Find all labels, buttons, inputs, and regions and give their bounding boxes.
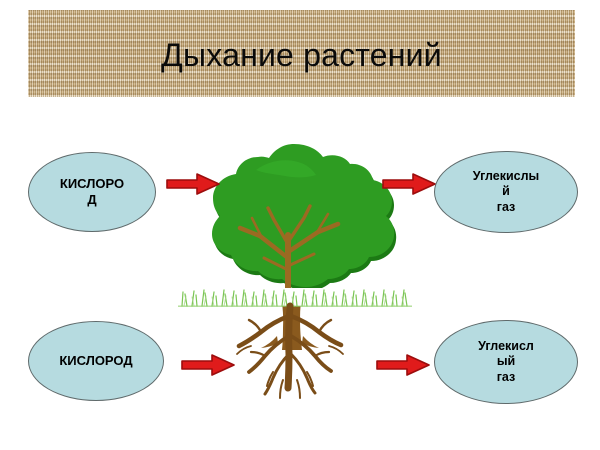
node-carbon-dioxide-top: Углекислы й газ [434, 151, 578, 233]
page-title: Дыхание растений [161, 36, 442, 73]
node-oxygen-top: КИСЛОРО Д [28, 152, 156, 232]
node-carbon-dioxide-bottom-label: Углекисл ый газ [478, 339, 534, 384]
node-oxygen-top-label: КИСЛОРО Д [59, 176, 125, 207]
arrow-oxygen-to-roots [181, 353, 235, 377]
tree-roots [236, 302, 344, 399]
tree-branches [237, 204, 341, 293]
tree-crown [212, 144, 395, 287]
node-carbon-dioxide-top-label: Углекислы й газ [472, 169, 540, 214]
grass-strip [178, 288, 412, 307]
node-oxygen-bottom-label: КИСЛОРОД [59, 353, 133, 369]
arrow-leaves-to-carbon-dioxide [382, 172, 436, 196]
node-oxygen-bottom: КИСЛОРОД [28, 321, 164, 401]
node-carbon-dioxide-bottom: Углекисл ый газ [434, 320, 578, 404]
title-banner: Дыхание растений [28, 10, 575, 97]
arrow-oxygen-to-leaves [166, 172, 220, 196]
arrow-roots-to-carbon-dioxide [376, 353, 430, 377]
tree-illustration [178, 140, 412, 405]
